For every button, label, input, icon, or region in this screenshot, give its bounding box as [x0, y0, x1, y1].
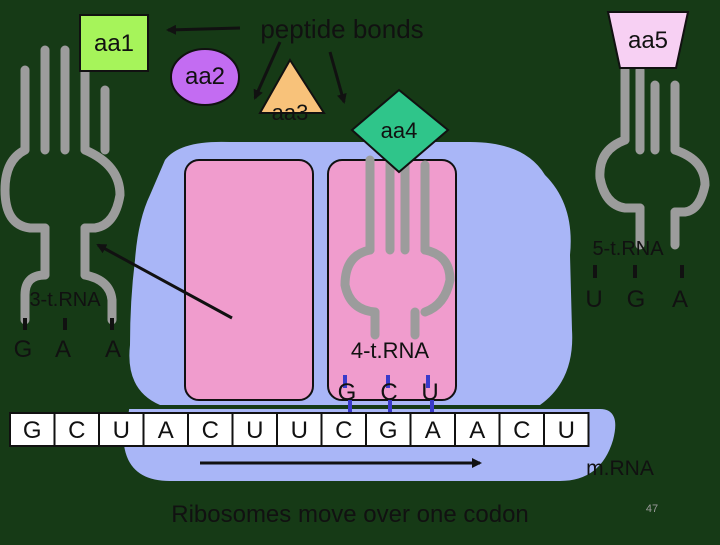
aa1-label: aa1	[94, 30, 134, 57]
trna-3-ticks	[23, 318, 114, 330]
mrna-base: C	[202, 417, 219, 444]
trna-5-anticodon: U G A	[585, 286, 688, 313]
trna-3-base-2: A	[55, 336, 71, 363]
aa3-label: aa3	[272, 100, 309, 125]
trna-3-label: 3-t.RNA	[29, 289, 101, 311]
aa5-label: aa5	[628, 27, 668, 54]
trna-5-ticks	[593, 265, 684, 278]
mrna-base: A	[469, 417, 485, 444]
aa2-circle	[170, 48, 240, 106]
trna-5	[595, 65, 710, 250]
trna-4	[340, 145, 455, 340]
binding-site-left	[184, 159, 314, 401]
mrna-base: A	[158, 417, 174, 444]
peptide-bonds-label: peptide bonds	[260, 14, 423, 44]
mrna-base: A	[425, 417, 441, 444]
slide-number: 47	[646, 503, 658, 515]
aa1-box	[79, 14, 149, 72]
aa2-label: aa2	[185, 63, 225, 90]
peptide-bond-arrows	[166, 24, 347, 104]
aa4-diamond	[350, 88, 450, 174]
codon-pairing-ticks	[348, 400, 434, 414]
trna-4-base-1: G	[338, 379, 357, 406]
aa4-label: aa4	[381, 118, 418, 143]
trna-4-base-2: C	[380, 379, 397, 406]
trna-5-label: 5-t.RNA	[592, 238, 664, 260]
aa3-triangle	[258, 58, 326, 114]
aa5-trapezoid	[606, 11, 690, 69]
mrna-base: G	[379, 417, 398, 444]
mrna-base: G	[23, 417, 42, 444]
trna-3	[0, 45, 125, 325]
trna-4-anticodon: G C U	[338, 379, 439, 406]
trna-5-base-1: U	[585, 286, 602, 313]
mrna-base: U	[246, 417, 263, 444]
trna-4-label: 4-t.RNA	[351, 338, 430, 363]
trna-exit-arrow	[96, 243, 233, 320]
trna-5-base-2: G	[627, 286, 646, 313]
trna-3-base-1: G	[14, 336, 33, 363]
mrna-label: m.RNA	[586, 457, 654, 480]
mrna-backbone	[9, 412, 590, 447]
trna-4-ticks	[343, 375, 430, 388]
trna-3-base-3: A	[105, 336, 121, 363]
trna-3-anticodon: G A A	[14, 336, 121, 363]
mrna-base: U	[113, 417, 130, 444]
caption: Ribosomes move over one codon	[171, 501, 529, 528]
mrna-base: U	[291, 417, 308, 444]
mrna-base: C	[68, 417, 85, 444]
trna-4-base-3: U	[421, 379, 438, 406]
mrna-base: C	[513, 417, 530, 444]
mrna-base: U	[558, 417, 575, 444]
mrna-base: C	[335, 417, 352, 444]
trna-5-base-3: A	[672, 286, 688, 313]
